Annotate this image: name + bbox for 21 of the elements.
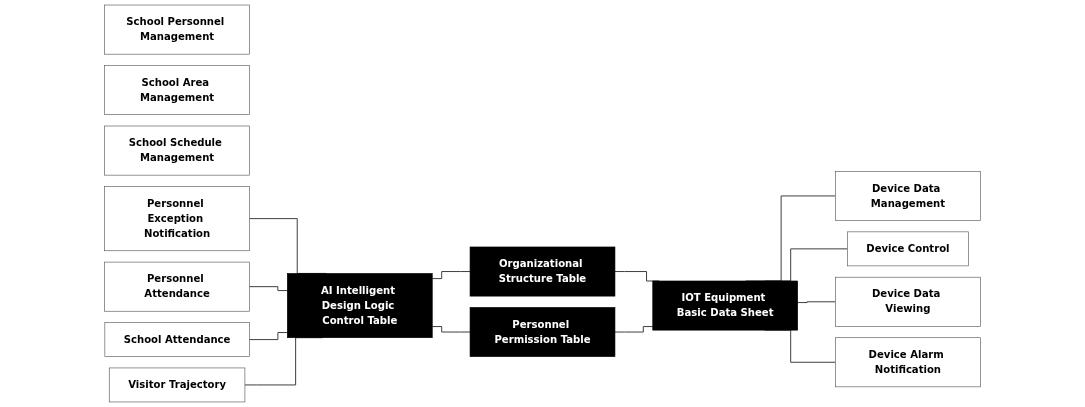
node-box: IOT Equipment Basic Data Sheet — [652, 280, 798, 331]
node-box: Device Data Viewing — [835, 276, 981, 327]
node-box: Personnel Attendance — [104, 261, 250, 312]
node-box: School Personnel Management — [104, 4, 250, 55]
connector — [431, 271, 471, 280]
connector — [797, 301, 836, 304]
node-box: Visitor Trajectory — [108, 367, 246, 403]
node-box: Personnel Exception Notification — [104, 186, 250, 252]
connector — [614, 326, 654, 333]
node-box: School Area Management — [104, 65, 250, 115]
node-box: School Attendance — [104, 322, 250, 357]
node-box: Device Alarm Notification — [835, 337, 981, 388]
node-box: Personnel Permission Table — [469, 307, 616, 357]
connector — [248, 332, 288, 341]
node-box: Organizational Structure Table — [469, 246, 616, 297]
connector — [249, 286, 288, 292]
node-box: AI Intelligent Design Logic Control Table — [287, 273, 433, 338]
connector — [431, 326, 471, 333]
node-box: School Schedule Management — [104, 125, 250, 176]
node-box: Device Control — [847, 231, 969, 267]
node-box: Device Data Management — [835, 171, 981, 221]
